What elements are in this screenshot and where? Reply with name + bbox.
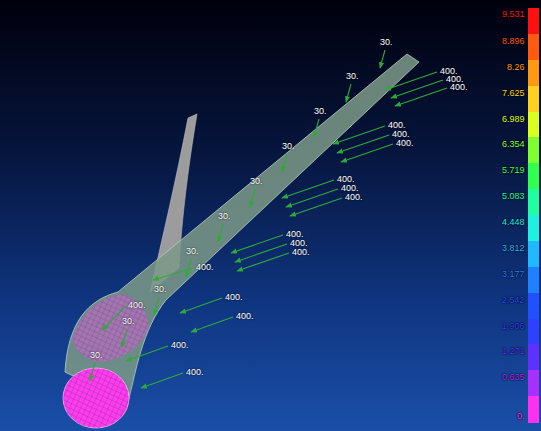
legend-swatch xyxy=(528,112,539,139)
load-arrow xyxy=(126,346,168,361)
load-arrow xyxy=(282,180,334,198)
load-arrow xyxy=(237,253,289,271)
load-value: 30. xyxy=(154,284,167,294)
legend-swatch xyxy=(528,396,539,423)
load-value: 400. xyxy=(341,183,359,193)
legend-value: 6.354 xyxy=(502,139,525,149)
legend-swatch xyxy=(528,215,539,242)
load-arrow xyxy=(346,84,351,102)
legend-swatch xyxy=(528,34,539,61)
legend-value: 0. xyxy=(517,411,525,421)
load-arrow xyxy=(191,317,233,332)
blade-root xyxy=(63,368,129,428)
load-value: 30. xyxy=(122,316,135,326)
legend-value: 5.719 xyxy=(502,165,525,175)
load-arrow xyxy=(337,135,389,153)
root-mesh xyxy=(63,368,129,428)
load-arrow xyxy=(395,88,447,106)
load-arrow xyxy=(380,50,385,68)
load-arrow xyxy=(286,189,338,207)
root-mesh-lines xyxy=(72,294,148,362)
legend-value: 3.177 xyxy=(502,269,525,279)
legend-swatch xyxy=(528,8,539,35)
legend-value: 8.26 xyxy=(507,62,525,72)
legend-value: 7.625 xyxy=(502,88,525,98)
legend-swatch xyxy=(528,293,539,320)
load-value: 30. xyxy=(314,106,327,116)
load-arrow xyxy=(250,189,255,207)
legend-value: 2.542 xyxy=(502,295,525,305)
load-value: 30. xyxy=(346,71,359,81)
legend-value: 0.635 xyxy=(502,372,525,382)
legend-value: 3.812 xyxy=(502,243,525,253)
legend-value: 4.448 xyxy=(502,217,525,227)
legend-swatch xyxy=(528,163,539,190)
load-arrow xyxy=(385,72,437,90)
load-value: 400. xyxy=(171,340,189,350)
load-value: 400. xyxy=(392,129,410,139)
load-arrow xyxy=(154,297,159,315)
legend-swatch xyxy=(528,344,539,371)
blade-surface xyxy=(65,54,419,402)
load-arrow xyxy=(153,268,193,280)
legend-swatch xyxy=(528,60,539,87)
legend-value: 1.271 xyxy=(502,346,525,356)
load-value: 400. xyxy=(286,229,304,239)
load-arrow xyxy=(231,235,283,253)
legend-value: 1.906 xyxy=(502,321,525,331)
legend-swatch xyxy=(528,241,539,268)
load-arrow xyxy=(333,126,385,144)
legend-value: 5.083 xyxy=(502,191,525,201)
load-value: 30. xyxy=(250,176,263,186)
load-arrow xyxy=(141,373,183,388)
load-arrow xyxy=(235,244,287,262)
load-value: 30. xyxy=(282,141,295,151)
load-value: 400. xyxy=(345,192,363,202)
legend-value: 9.531 xyxy=(502,9,525,19)
legend-swatch xyxy=(528,189,539,216)
load-value: 400. xyxy=(396,138,414,148)
load-arrow xyxy=(122,329,127,347)
load-value: 400. xyxy=(388,120,406,130)
legend-swatch xyxy=(528,370,539,397)
load-value: 400. xyxy=(292,247,310,257)
load-value: 400. xyxy=(450,82,468,92)
load-arrow xyxy=(218,224,223,242)
load-value: 30. xyxy=(218,211,231,221)
load-arrow xyxy=(282,154,287,172)
load-value: 30. xyxy=(90,350,103,360)
load-arrow xyxy=(180,298,222,313)
load-value: 400. xyxy=(196,262,214,272)
legend-swatch xyxy=(528,86,539,113)
load-value: 400. xyxy=(337,174,355,184)
load-value: 400. xyxy=(186,367,204,377)
load-arrow xyxy=(391,80,443,98)
load-value: 400. xyxy=(236,311,254,321)
load-arrow xyxy=(186,259,191,277)
blade-mesh xyxy=(65,54,419,402)
load-value: 400. xyxy=(225,292,243,302)
load-value: 30. xyxy=(186,246,199,256)
load-value: 30. xyxy=(380,37,393,47)
legend-swatch xyxy=(528,137,539,164)
legend-swatch xyxy=(528,267,539,294)
legend-value: 8.896 xyxy=(502,36,525,46)
legend-swatch xyxy=(528,319,539,346)
load-arrow xyxy=(341,144,393,162)
load-value: 400. xyxy=(290,238,308,248)
load-arrow xyxy=(290,198,342,216)
legend-value: 6.989 xyxy=(502,114,525,124)
load-value: 400. xyxy=(128,300,146,310)
root-mesh-region xyxy=(72,294,148,362)
load-arrow xyxy=(314,119,319,137)
load-arrow xyxy=(90,363,95,381)
